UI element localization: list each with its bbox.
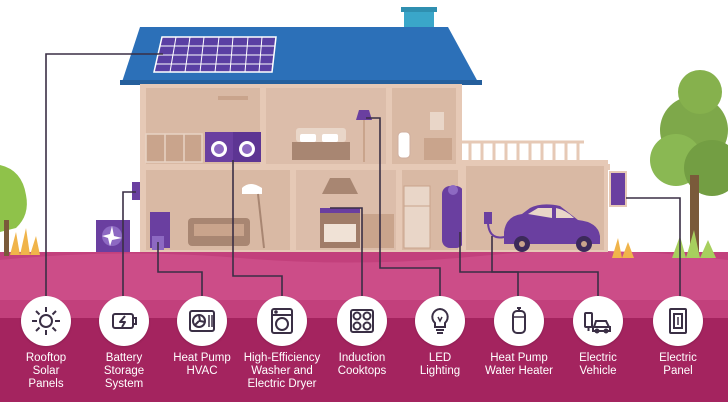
electric-panel-icon	[653, 296, 703, 346]
sun-icon	[21, 296, 71, 346]
item-label-line: Electric Dryer	[247, 378, 317, 390]
grass-tree	[672, 230, 716, 258]
item-heat-pump-hvac: Heat Pump HVAC	[162, 296, 242, 378]
water-heater	[442, 186, 464, 248]
item-label-line: High-Efficiency	[243, 352, 321, 364]
item-label-line: Rooftop	[25, 352, 67, 364]
item-label-line: LED	[428, 352, 452, 364]
item-label-line: Cooktops	[337, 365, 387, 377]
lightbulb-icon	[415, 296, 465, 346]
toilet	[397, 131, 411, 159]
item-label-line: Electric	[579, 352, 617, 364]
item-label-line: System	[104, 378, 144, 390]
solar-panel	[153, 36, 277, 73]
item-battery-storage: Battery Storage System	[84, 296, 164, 391]
washer-icon	[257, 296, 307, 346]
item-label-line: Heat Pump	[173, 352, 231, 364]
item-label-line: Heat Pump	[490, 352, 548, 364]
cabinet	[145, 133, 203, 163]
item-label-line: Vehicle	[579, 365, 617, 377]
ev-charger	[484, 212, 492, 224]
ev-charger-icon	[573, 296, 623, 346]
item-label-line: Panels	[28, 378, 64, 390]
item-label-line: HVAC	[186, 365, 218, 377]
grass-right	[612, 238, 634, 258]
grass-left	[10, 228, 40, 255]
item-induction-cooktops: Induction Cooktops	[322, 296, 402, 378]
item-electric-panel: Electric Panel	[638, 296, 718, 378]
mirror	[430, 112, 444, 130]
left-tree-trunk	[4, 220, 9, 256]
item-rooftop-solar: Rooftop Solar Panels	[6, 296, 86, 391]
chimney-cap	[401, 7, 437, 12]
water-heater-icon	[494, 296, 544, 346]
item-label-line: Electric	[659, 352, 697, 364]
right-tree-crown-4	[678, 70, 722, 114]
item-label-line: Solar	[32, 365, 60, 377]
battery-unit	[132, 182, 140, 200]
roof-eave	[120, 80, 482, 85]
item-led-lighting: LED Lighting	[400, 296, 480, 378]
item-heat-pump-water-heater: Heat Pump Water Heater	[479, 296, 559, 378]
ground-wave	[0, 250, 728, 300]
item-label-line: Battery	[105, 352, 143, 364]
item-label-line: Storage	[103, 365, 145, 377]
fan-icon	[177, 296, 227, 346]
fridge	[403, 185, 431, 249]
electric-car	[504, 204, 600, 252]
right-tree-trunk	[690, 175, 699, 257]
item-label-line: Lighting	[419, 365, 461, 377]
item-label-line: Washer and	[251, 365, 313, 377]
left-tree	[0, 165, 27, 232]
sink	[424, 138, 452, 160]
cooktop-icon	[337, 296, 387, 346]
range-hood	[322, 178, 358, 194]
connector-lines	[45, 53, 681, 296]
item-label-line: Panel	[663, 365, 693, 377]
battery-icon	[99, 296, 149, 346]
electric-panel	[609, 171, 627, 207]
floor-lamp	[242, 184, 262, 194]
chimney	[404, 10, 434, 30]
kitchen-counter	[362, 214, 394, 248]
bed	[292, 142, 350, 160]
item-label-line: Induction	[338, 352, 386, 364]
item-washer-dryer: High-Efficiency Washer and Electric Drye…	[242, 296, 322, 391]
attic-lamp	[218, 96, 248, 100]
item-label-line: Water Heater	[485, 365, 553, 377]
item-electric-vehicle: Electric Vehicle	[558, 296, 638, 378]
